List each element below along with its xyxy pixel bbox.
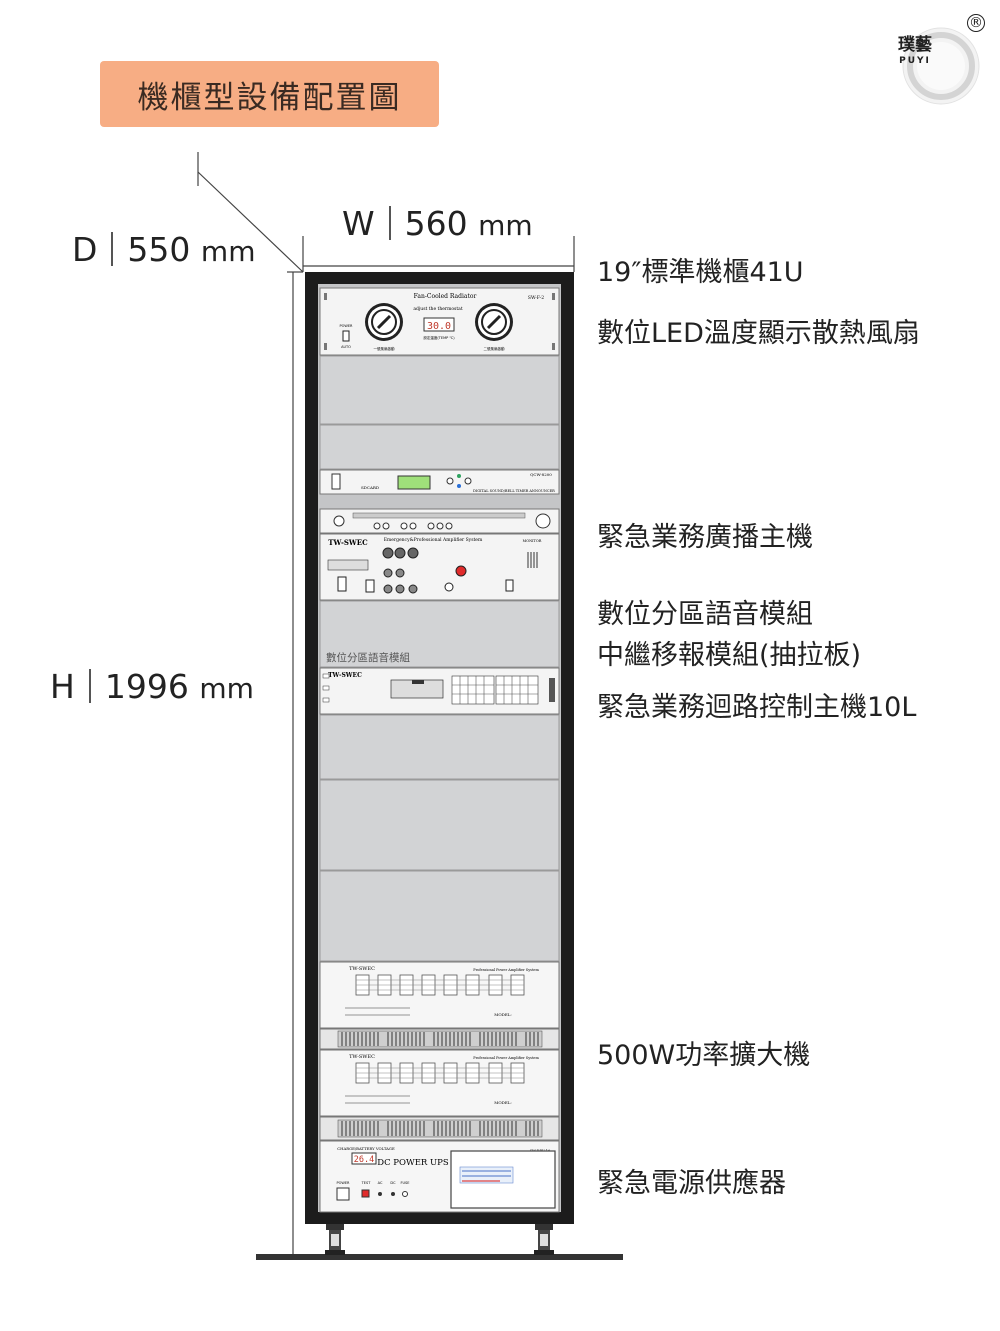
timer-unit: SDCARD QCW-8200 DIGITAL SOUND/BELL TIMER… — [319, 469, 560, 495]
width-unit: mm — [478, 209, 533, 242]
ups-voltage-display — [351, 1152, 377, 1165]
width-dimension: W 560 mm — [342, 204, 533, 243]
label-power-amp: 500W功率擴大機 — [597, 1040, 811, 1071]
fan-auto: AUTO — [341, 345, 351, 349]
label-ups: 緊急電源供應器 — [597, 1168, 786, 1199]
ups-name: DC POWER UPS — [377, 1158, 449, 1168]
label-rack: 19″標準機櫃41U — [597, 257, 804, 288]
amp-monitor: MONITOR — [523, 539, 542, 543]
width-separator — [388, 205, 391, 240]
ups-unit: CHARGE/BATTERY VOLTAGE 26.4 DC POWER UPS… — [319, 1140, 560, 1213]
height-dimension: H 1996 mm — [50, 667, 254, 706]
power-amp-1-model: MODEL: — [494, 1012, 512, 1017]
power-amp-1: TW-SWEC Professional Power Amplifier Sys… — [319, 961, 560, 1029]
depth-axis: D — [72, 230, 98, 269]
ups-btn-test: TEST — [361, 1181, 372, 1185]
ups-btn-fuse: FUSE — [400, 1181, 409, 1185]
broadcast-host: TW-SWEC Emergency&Professional Amplifier… — [319, 508, 560, 601]
fan-power: POWER — [340, 324, 354, 328]
ups-btn-power: POWER — [337, 1181, 351, 1185]
power-amp-2-title: Professional Power Amplifier System — [473, 1056, 539, 1060]
timer-model: QCW-8200 — [530, 472, 552, 477]
fan-setting: 設定溫度(TEMP ℃) — [423, 335, 455, 340]
height-separator — [88, 668, 91, 703]
fan-temp-display — [423, 317, 455, 332]
caster-right — [534, 1224, 554, 1255]
amp-title: Emergency&Professional Amplifier System — [384, 537, 483, 543]
fan-temp: 30.0 — [427, 321, 451, 332]
page-title: 機櫃型設備配置圖 — [100, 61, 439, 127]
timer-lcd — [397, 475, 431, 490]
height-unit: mm — [199, 672, 254, 705]
brand-logo: 璞藝 PUYI — [893, 22, 983, 110]
fan-right-caption: 二號風扇啟動 — [484, 346, 505, 351]
height-axis: H — [50, 667, 75, 706]
timer-caption: DIGITAL SOUND/BELL TIMER ANNOUNCER — [473, 489, 555, 493]
label-fan: 數位LED溫度顯示散熱風扇 — [597, 318, 920, 349]
fan-model: SW-F-2 — [528, 295, 544, 301]
power-amp-1-brand: TW-SWEC — [349, 966, 375, 972]
zone-module-label: 數位分區語音模組 — [326, 651, 410, 664]
label-zone-module: 數位分區語音模組 — [597, 599, 813, 630]
label-relay-module: 中繼移報模組(抽拉板) — [597, 640, 862, 671]
power-amp-2-model: MODEL: — [494, 1100, 512, 1105]
caster-left — [325, 1224, 345, 1255]
floor-line — [256, 1254, 623, 1260]
fan-title: Fan-Cooled Radiator — [414, 293, 477, 300]
ups-voltage: 26.4 — [354, 1155, 374, 1165]
vent-panel-1 — [319, 1028, 560, 1050]
loop-brand: TW-SWEC — [328, 672, 362, 679]
depth-separator — [111, 231, 114, 266]
logo-sub: PUYI — [899, 56, 931, 66]
power-amp-2-brand: TW-SWEC — [349, 1054, 375, 1060]
ups-voltage-label: CHARGE/BATTERY VOLTAGE — [337, 1146, 395, 1151]
depth-value: 550 — [127, 230, 191, 269]
loop-controller: TW-SWEC — [319, 667, 560, 715]
registered-mark: ® — [967, 14, 985, 32]
logo-ring-icon — [902, 27, 980, 105]
label-broadcast-host: 緊急業務廣播主機 — [597, 522, 813, 553]
fan-left-caption: 一號風扇啟動 — [374, 346, 395, 351]
height-value: 1996 — [104, 667, 189, 706]
power-amp-2: TW-SWEC Professional Power Amplifier Sys… — [319, 1049, 560, 1117]
ups-btn-ac: AC — [378, 1181, 383, 1185]
width-axis: W — [342, 204, 375, 243]
fan-subtitle: adjust the thermostat — [413, 306, 463, 312]
fan-unit: Fan-Cooled Radiator adjust the thermosta… — [319, 287, 560, 356]
depth-line — [197, 171, 304, 273]
vent-panel-2 — [319, 1116, 560, 1141]
ups-btn-dc: DC — [390, 1181, 396, 1185]
label-loop-controller: 緊急業務迴路控制主機10L — [597, 692, 917, 723]
logo-name: 璞藝 — [898, 35, 932, 55]
amp-brand: TW-SWEC — [328, 538, 368, 547]
blank-panels — [319, 355, 560, 962]
depth-dimension: D 550 mm — [72, 230, 255, 269]
timer-card: SDCARD — [361, 485, 379, 490]
depth-unit: mm — [200, 235, 256, 268]
width-value: 560 — [404, 204, 468, 243]
power-amp-1-title: Professional Power Amplifier System — [473, 968, 539, 972]
